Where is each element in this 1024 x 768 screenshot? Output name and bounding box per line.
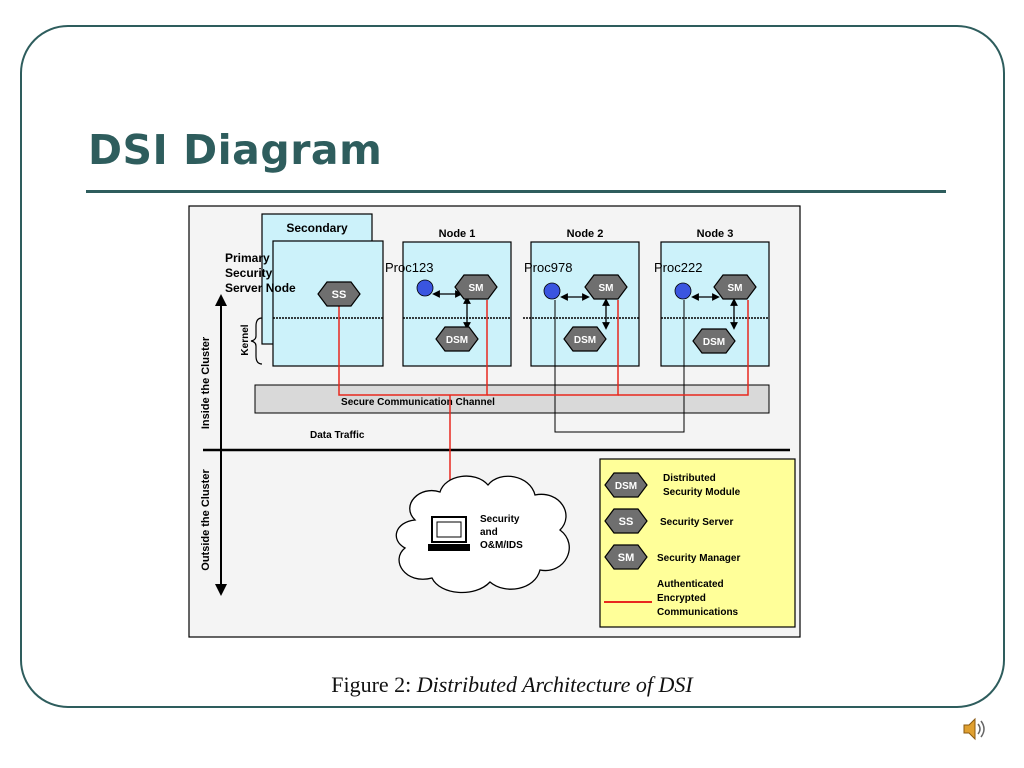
node2-dsm-module: DSM [563, 326, 607, 352]
legend-sm-text: Security Manager [657, 553, 740, 564]
svg-text:SS: SS [332, 289, 347, 301]
svg-text:DSM: DSM [703, 337, 725, 348]
legend-ss-icon: SS [604, 508, 648, 534]
encrypted-links [338, 300, 749, 520]
svg-text:DSM: DSM [615, 481, 637, 492]
kernel-bracket [250, 317, 263, 365]
legend-sm-icon: SM [604, 544, 648, 570]
svg-text:DSM: DSM [446, 335, 468, 346]
legend-dsm-line1: Distributed [663, 473, 716, 484]
legend-ss-text: Security Server [660, 517, 733, 528]
secure-channel-label: Secure Communication Channel [341, 397, 495, 408]
legend-line-text1: Authenticated [657, 579, 724, 590]
node1-label: Node 1 [439, 228, 476, 240]
data-traffic-label: Data Traffic [310, 430, 365, 441]
legend-line-text3: Communications [657, 607, 739, 618]
node2-sm-module: SM [584, 274, 628, 300]
figure-caption: Figure 2: Distributed Architecture of DS… [0, 672, 1024, 698]
ids-cloud [395, 475, 570, 594]
primary-label-line3: Server Node [225, 281, 296, 295]
legend-dsm-icon: DSM [604, 472, 648, 498]
proc123-dot [416, 279, 434, 297]
caption-text: Distributed Architecture of DSI [416, 672, 693, 697]
proc123-label: Proc123 [385, 260, 433, 275]
proc222-dot [674, 282, 692, 300]
secure-channel-bar [254, 384, 770, 414]
kernel-label: Kernel [240, 324, 251, 355]
outside-cluster-label: Outside the Cluster [200, 469, 212, 571]
primary-ss-module: SS [317, 281, 361, 307]
terminal-icon [428, 516, 470, 551]
node3-label: Node 3 [697, 228, 734, 240]
node1-dsm-module: DSM [435, 326, 479, 352]
title-divider [86, 190, 946, 193]
caption-prefix: Figure 2: [331, 672, 412, 697]
svg-text:SM: SM [618, 552, 635, 564]
svg-text:SS: SS [619, 516, 634, 528]
node3-sm-module: SM [713, 274, 757, 300]
node3-dsm-module: DSM [692, 328, 736, 354]
node2-label: Node 2 [567, 228, 604, 240]
slide-title: DSI Diagram [88, 126, 383, 174]
cloud-label-line2: and [480, 527, 498, 538]
speaker-icon[interactable] [962, 716, 990, 742]
svg-text:SM: SM [599, 283, 614, 294]
svg-text:SM: SM [728, 283, 743, 294]
data-traffic-connector [554, 300, 685, 433]
cloud-label-line3: O&M/IDS [480, 540, 523, 551]
slide-frame [20, 25, 1005, 708]
proc978-dot [543, 282, 561, 300]
svg-text:SM: SM [469, 283, 484, 294]
node1-sm-module: SM [454, 274, 498, 300]
svg-text:DSM: DSM [574, 335, 596, 346]
inside-cluster-label: Inside the Cluster [200, 336, 212, 429]
secondary-label: Secondary [286, 221, 348, 235]
primary-label-line1: Primary [225, 251, 270, 265]
legend-dsm-line2: Security Module [663, 487, 741, 498]
proc978-label: Proc978 [524, 260, 572, 275]
primary-label-line2: Security [225, 266, 273, 280]
legend-line-text2: Encrypted [657, 593, 706, 604]
cloud-label-line1: Security [480, 514, 520, 525]
proc222-label: Proc222 [654, 260, 702, 275]
